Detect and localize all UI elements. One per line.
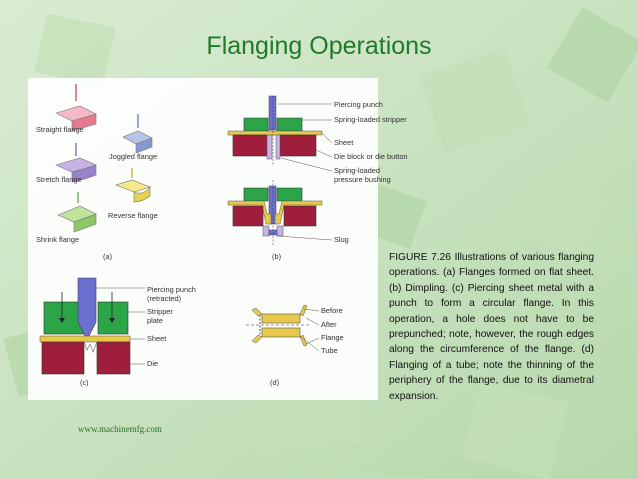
figure-caption: FIGURE 7.26 Illustrations of various fla… — [389, 252, 594, 402]
shrink-flange-shape — [57, 192, 97, 233]
straight-flange-label: Straight flange — [36, 125, 84, 134]
punch-label-c-line1: Piercing punch — [147, 285, 196, 294]
panel-c-label: (c) — [80, 378, 89, 387]
flange-label-d: Flange — [321, 333, 344, 342]
bushing-label-b-line2: pressure bushing — [334, 175, 391, 184]
tube-flanging-diagram — [246, 304, 310, 347]
panel-d-label: (d) — [270, 378, 279, 387]
dimpling-start-diagram — [227, 95, 323, 166]
sheet-label-c: Sheet — [147, 334, 166, 343]
stripper-label-c-line1: Stripper — [147, 307, 173, 316]
tube-label-d: Tube — [321, 346, 338, 355]
die-block-label-b: Die block or die button — [334, 152, 408, 161]
dimpling-finish-diagram — [227, 180, 323, 245]
joggled-flange-label: Joggled flange — [109, 152, 157, 161]
bushing-label-b-line1: Spring-loaded — [334, 166, 380, 175]
panel-a-label: (a) — [103, 252, 112, 261]
sheet-label-b: Sheet — [334, 138, 353, 147]
joggled-flange-shape — [122, 114, 153, 154]
shrink-flange-label: Shrink flange — [36, 235, 79, 244]
slug-label-b: Slug — [334, 235, 349, 244]
punch-label-c-line2: (retracted) — [147, 294, 181, 303]
after-label-d: After — [321, 320, 337, 329]
slide-title: Flanging Operations — [206, 32, 432, 60]
panel-b-label: (b) — [272, 252, 281, 261]
stretch-flange-label: Stretch flange — [36, 175, 82, 184]
reverse-flange-label: Reverse flange — [108, 211, 158, 220]
piercing-diagram — [39, 277, 131, 375]
die-label-c: Die — [147, 359, 158, 368]
straight-flange-shape — [55, 84, 97, 132]
stripper-label-c-line2: plate — [147, 316, 163, 325]
reverse-flange-shape — [115, 168, 151, 203]
stripper-label-b: Spring-loaded stripper — [334, 115, 407, 124]
stretch-flange-shape — [55, 143, 97, 183]
before-label-d: Before — [321, 306, 343, 315]
footer-url[interactable]: www.machinemfg.com — [78, 424, 162, 434]
piercing-punch-label-b: Piercing punch — [334, 100, 383, 109]
